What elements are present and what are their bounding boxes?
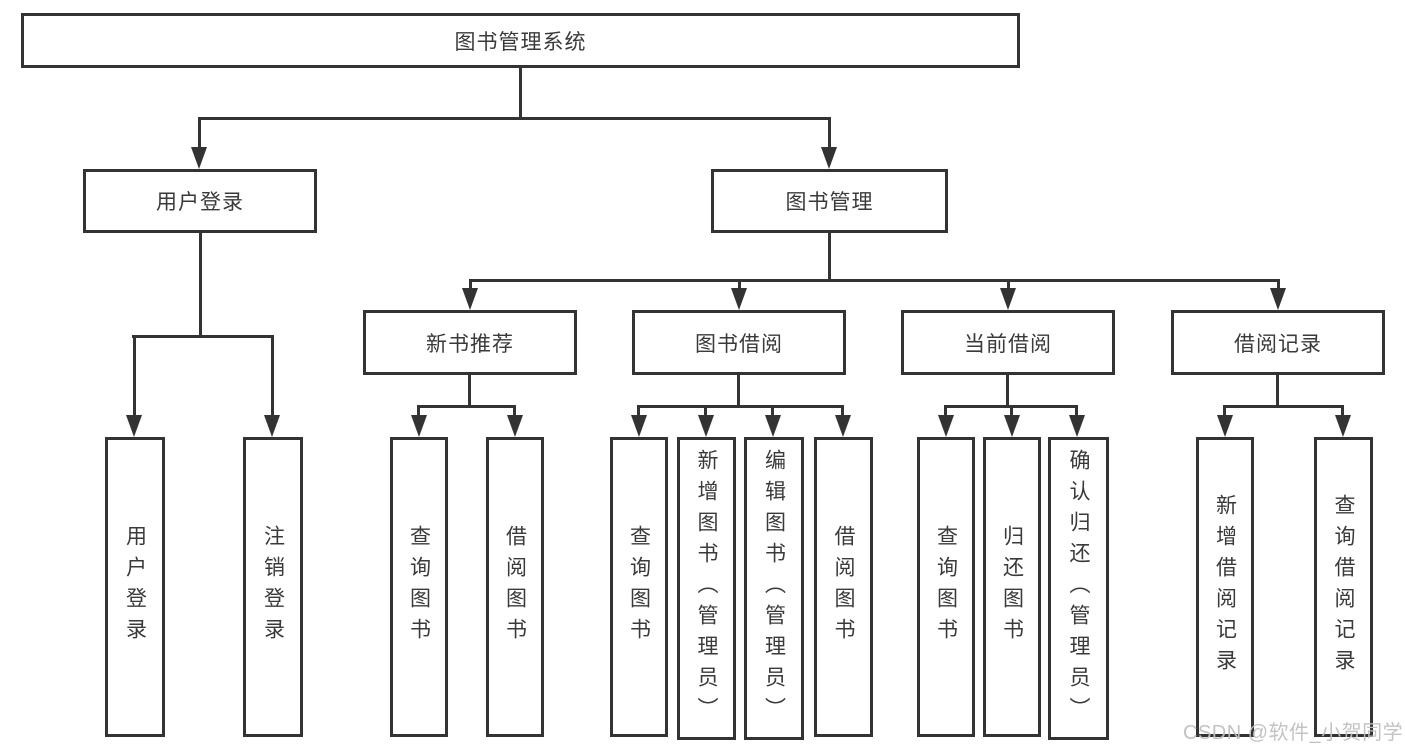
connector-g2-leaf3 [771,405,774,418]
connector-g1-rail [418,405,516,408]
arrow-head-g4-leaf2 [1335,415,1351,437]
connector-user-login-rail [132,335,274,338]
connector-user-login-stem [199,233,202,338]
node-current-borrowing: 当前借阅 [901,310,1115,375]
leaf-g1-query-books: 查询图书 [390,437,448,737]
leaf-logout: 注销登录 [243,437,303,737]
connector-g3-leaf3 [1075,405,1078,418]
connector-to-book-mgmt [828,117,831,150]
node-root-library-system: 图书管理系统 [21,13,1020,68]
connector-g2-rail [638,405,844,408]
arrow-head-g2-leaf3 [765,415,781,437]
arrow-head-user-login [191,147,207,169]
arrow-head-borrow-records [1270,288,1286,310]
arrow-head-book-borrow [731,288,747,310]
connector-level3-rail [469,279,1280,282]
leaf-g3-query-books: 查询图书 [917,437,975,737]
connector-level2-rail [198,117,831,120]
arrow-head-book-mgmt [821,147,837,169]
connector-g3-leaf2 [1010,405,1013,418]
connector-to-user-login [198,117,201,150]
connector-book-mgmt-stem [828,233,831,282]
connector-root-stem [519,68,522,120]
node-user-login: 用户登录 [83,169,317,233]
arrow-head-g3-leaf2 [1004,415,1020,437]
arrow-head-current-borrow [1000,288,1016,310]
connector-g2-leaf1 [637,405,640,418]
leaf-g1-borrow-books: 借阅图书 [486,437,544,737]
connector-to-borrow-records [1277,279,1280,291]
node-new-book-recommend: 新书推荐 [363,310,577,375]
arrow-head-g3-leaf1 [938,415,954,437]
connector-to-book-borrow [738,279,741,291]
leaf-g2-edit-books-admin: 编辑图书（管理员） [744,437,804,740]
node-book-management: 图书管理 [711,169,948,233]
leaf-g2-add-books-admin: 新增图书（管理员） [677,437,736,740]
arrow-head-g1-leaf2 [507,415,523,437]
connector-g3-leaf1 [944,405,947,418]
connector-g4-rail [1224,405,1344,408]
connector-to-current-borrow [1007,279,1010,291]
connector-g1-leaf2 [513,405,516,418]
connector-g3-stem [1006,375,1009,408]
connector-g4-leaf2 [1341,405,1344,418]
connector-g1-leaf1 [417,405,420,418]
leaf-g3-confirm-return-admin: 确认归还（管理员） [1048,437,1109,740]
csdn-watermark: CSDN @软件_小贺同学 [1183,722,1404,744]
connector-g2-leaf4 [841,405,844,418]
connector-g2-stem [737,375,740,408]
arrow-head-g2-leaf4 [835,415,851,437]
leaf-g4-query-borrow-record: 查询借阅记录 [1314,437,1373,737]
connector-g4-leaf1 [1223,405,1226,418]
arrow-head-g4-leaf1 [1217,415,1233,437]
leaf-user-login: 用户登录 [105,437,165,737]
arrow-head-g2-leaf2 [698,415,714,437]
node-book-borrowing: 图书借阅 [632,310,846,375]
connector-g4-stem [1276,375,1279,408]
arrow-head-new-book-rec [462,288,478,310]
arrow-head-g1-leaf1 [411,415,427,437]
node-borrowing-records: 借阅记录 [1171,310,1385,375]
connector-to-logout-leaf [271,335,274,417]
arrow-head-logout-leaf [264,415,280,437]
arrow-head-login-leaf [126,415,142,437]
leaf-g3-return-books: 归还图书 [983,437,1041,737]
leaf-g2-borrow-books: 借阅图书 [814,437,873,737]
connector-to-new-book-rec [469,279,472,291]
connector-to-login-leaf [133,335,136,417]
arrow-head-g2-leaf1 [631,415,647,437]
connector-g1-stem [468,375,471,408]
leaf-g4-add-borrow-record: 新增借阅记录 [1196,437,1254,737]
leaf-g2-query-books: 查询图书 [610,437,668,737]
arrow-head-g3-leaf3 [1069,415,1085,437]
connector-g2-leaf2 [704,405,707,418]
